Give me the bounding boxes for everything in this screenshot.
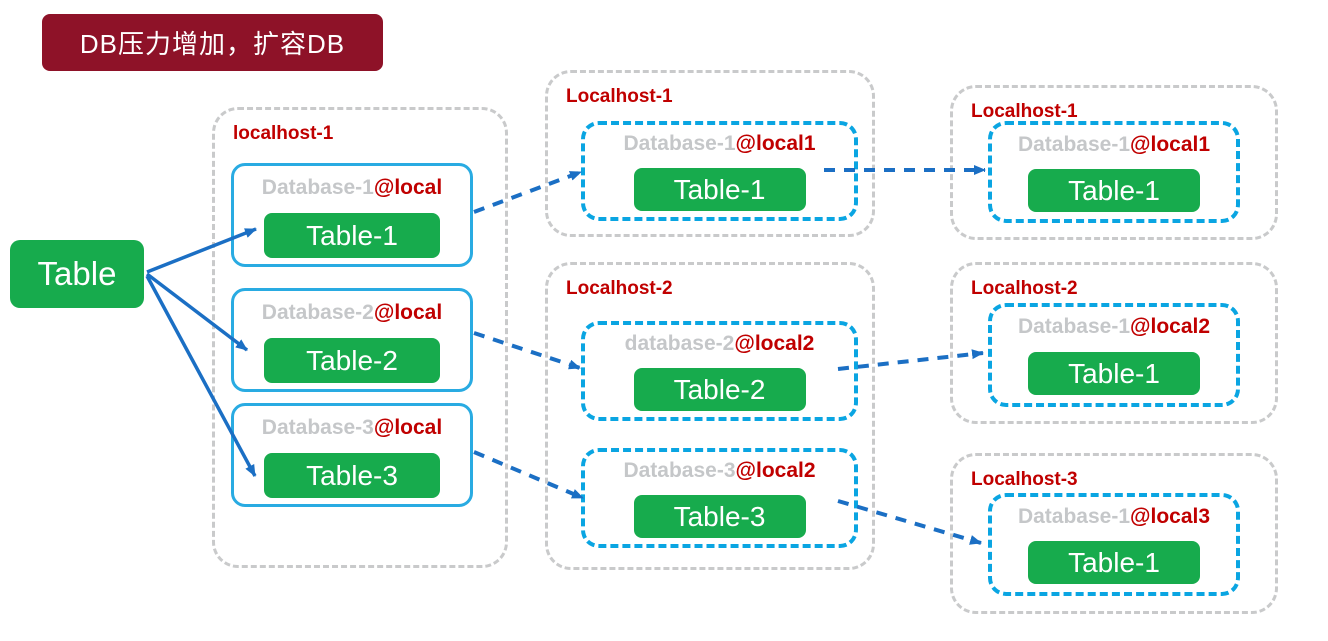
db-name: Database-2 — [261, 301, 374, 324]
db-box-r1-database1-local1: Database-1@local1 Table-1 — [988, 121, 1240, 223]
db-name: database-2 — [624, 332, 735, 355]
left-host-container: localhost-1 Database-1@local Table-1 Dat… — [212, 107, 508, 568]
right-host1-container: Localhost-1 Database-1@local1 Table-1 — [950, 85, 1278, 240]
db-label: Database-1@local1 — [585, 132, 854, 156]
table-node: Table-1 — [1028, 352, 1200, 395]
db-label: Database-1@local3 — [992, 505, 1236, 529]
table-node: Table-2 — [264, 338, 440, 383]
table-node: Table-2 — [633, 368, 806, 411]
table-label: Table-1 — [1068, 546, 1160, 578]
db-label: Database-1@local — [234, 176, 470, 200]
table-node: Table-3 — [633, 495, 806, 538]
db-box-database2-local: Database-2@local Table-2 — [231, 288, 473, 392]
db-name: Database-3 — [623, 459, 736, 482]
db-name: Database-1 — [1017, 133, 1131, 156]
table-label: Table-2 — [306, 344, 398, 376]
right-host2-container: Localhost-2 Database-1@local2 Table-1 — [950, 262, 1278, 424]
table-label: Table-2 — [673, 373, 766, 405]
table-node: Table-1 — [1028, 541, 1200, 584]
db-location: @local1 — [735, 132, 816, 155]
source-table-node: Table — [10, 240, 144, 308]
db-label: Database-3@local — [234, 416, 470, 440]
table-node: Table-1 — [1028, 169, 1200, 212]
table-node: Table-3 — [264, 453, 440, 498]
db-box-r2-database1-local2: Database-1@local2 Table-1 — [988, 303, 1240, 407]
db-box-database3-local2: Database-3@local2 Table-3 — [581, 448, 858, 548]
db-location: @local2 — [735, 459, 816, 482]
middle-host1-label: Localhost-1 — [566, 86, 673, 107]
table-label: Table-3 — [306, 459, 398, 491]
db-name: Database-1 — [261, 176, 374, 199]
db-location: @local1 — [1130, 133, 1211, 156]
db-box-database1-local1: Database-1@local1 Table-1 — [581, 121, 858, 221]
db-location: @local — [373, 301, 443, 324]
db-name: Database-1 — [623, 132, 736, 155]
db-name: Database-3 — [261, 416, 374, 439]
db-box-r3-database1-local3: Database-1@local3 Table-1 — [988, 493, 1240, 596]
table-label: Table-1 — [1068, 357, 1160, 389]
db-label: Database-1@local1 — [992, 133, 1236, 157]
middle-host1-container: Localhost-1 Database-1@local1 Table-1 — [545, 70, 875, 237]
table-label: Table-1 — [673, 173, 766, 205]
table-label: Table-1 — [1068, 174, 1160, 206]
table-node: Table-1 — [633, 168, 806, 211]
middle-host2-label: Localhost-2 — [566, 278, 673, 299]
db-location: @local3 — [1130, 505, 1211, 528]
right-host2-label: Localhost-2 — [971, 278, 1078, 299]
table-label: Table-3 — [673, 500, 766, 532]
db-box-database1-local: Database-1@local Table-1 — [231, 163, 473, 267]
db-name: Database-1 — [1017, 315, 1131, 338]
source-table-label: Table — [37, 255, 117, 292]
db-name: Database-1 — [1017, 505, 1131, 528]
right-host1-label: Localhost-1 — [971, 101, 1078, 122]
table-node: Table-1 — [264, 213, 440, 258]
db-label: Database-3@local2 — [585, 459, 854, 483]
db-location: @local2 — [734, 332, 815, 355]
db-box-database2-local2: database-2@local2 Table-2 — [581, 321, 858, 421]
right-host3-label: Localhost-3 — [971, 469, 1078, 490]
db-label: Database-1@local2 — [992, 315, 1236, 339]
db-location: @local — [373, 416, 443, 439]
table-label: Table-1 — [306, 219, 398, 251]
db-box-database3-local: Database-3@local Table-3 — [231, 403, 473, 507]
middle-host2-container: Localhost-2 database-2@local2 Table-2 Da… — [545, 262, 875, 570]
db-location: @local — [373, 176, 443, 199]
right-host3-container: Localhost-3 Database-1@local3 Table-1 — [950, 453, 1278, 614]
db-label: Database-2@local — [234, 301, 470, 325]
db-label: database-2@local2 — [585, 332, 854, 356]
title-banner-label: DB压力增加，扩容DB — [79, 29, 346, 59]
db-location: @local2 — [1130, 315, 1211, 338]
left-host-label: localhost-1 — [233, 123, 334, 144]
title-banner: DB压力增加，扩容DB — [42, 14, 383, 71]
